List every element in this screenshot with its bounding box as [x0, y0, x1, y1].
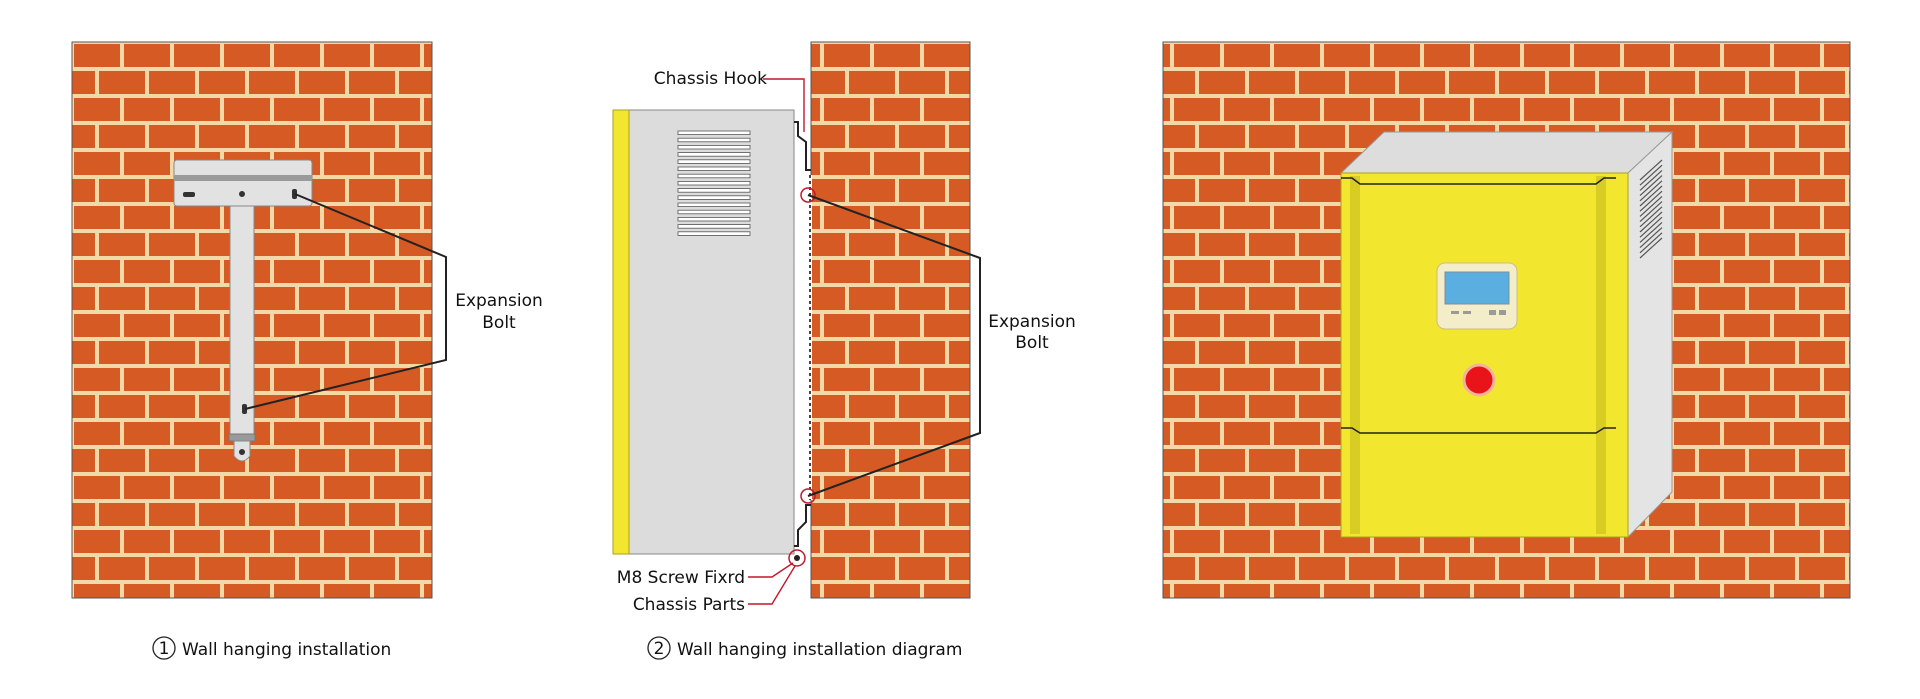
- vent-slot: [677, 216, 751, 222]
- chassis-hook-callout-line: [763, 78, 805, 132]
- vent-slot: [677, 130, 751, 135]
- chassis-bottom-hook-icon: [794, 504, 811, 547]
- expansion-bolt-label-line2: Bolt: [482, 313, 516, 333]
- vent-slot: [677, 166, 751, 171]
- side-vent-slot: [1639, 159, 1663, 181]
- vent-slot: [677, 195, 751, 200]
- power-button-icon: [1462, 363, 1496, 397]
- vent-slot: [677, 152, 751, 157]
- caption-number-circle: [152, 636, 176, 660]
- caption-wall-hanging-installation-diagram: Wall hanging installation diagram: [677, 640, 962, 660]
- side-vent-slot: [1639, 232, 1663, 254]
- vent-slot: [677, 144, 751, 150]
- vent-slot: [677, 188, 751, 193]
- vent-slot: [677, 231, 751, 236]
- cabinet-side-view: [612, 109, 812, 555]
- vent-slot: [677, 180, 751, 186]
- side-vent-slot: [1639, 169, 1663, 191]
- lcd-screen-icon: [1436, 262, 1518, 330]
- side-vent-slot: [1639, 237, 1663, 259]
- chassis-parts-callout-line: [748, 565, 796, 605]
- m8-screw-icon: [794, 555, 800, 561]
- side-vent-slot: [1639, 180, 1663, 202]
- side-vent-slots: [1639, 159, 1663, 259]
- side-vent-slot: [1639, 206, 1663, 228]
- front-edge-left: [1350, 176, 1360, 534]
- side-vent-slot: [1639, 211, 1663, 233]
- vent-slot: [677, 159, 751, 164]
- front-panel-seam-middle: [1341, 427, 1616, 434]
- vent-slot: [677, 137, 751, 143]
- side-vent-slot: [1639, 221, 1663, 243]
- panel-mounted-cabinet: [1162, 41, 1851, 599]
- caption-number-2: 2: [654, 639, 665, 659]
- chassis-hook-icon: [794, 121, 811, 171]
- bolt-marker-icon: [800, 488, 816, 504]
- expansion-bolt-callout-line: [244, 193, 447, 410]
- vent-slot: [677, 224, 751, 229]
- expansion-bolt-callout-line-2: [807, 194, 981, 497]
- expansion-bolt-label-2-line1: Expansion: [988, 312, 1076, 332]
- cabinet-top: [1339, 131, 1674, 174]
- caption-number-circle-2: [647, 636, 671, 660]
- side-vent-slot: [1639, 216, 1663, 238]
- side-vent-slot: [1639, 201, 1663, 223]
- wall-bracket-strip: [807, 175, 812, 500]
- m8-screw-callout-line: [748, 562, 794, 578]
- front-edge-right: [1596, 176, 1606, 534]
- m8-screw-label: M8 Screw Fixrd: [617, 568, 745, 588]
- panel-wall-bracket: Expansion Bolt 1 Wall hanging installati…: [71, 41, 543, 660]
- side-vent-slot: [1639, 195, 1663, 217]
- caption-wall-hanging-installation: Wall hanging installation: [182, 640, 391, 660]
- bolt-marker-icon: [800, 187, 816, 203]
- expansion-bolt-label-2-line2: Bolt: [1015, 333, 1049, 353]
- expansion-bolt-label-line1: Expansion: [455, 291, 543, 311]
- side-vent-slot: [1639, 175, 1663, 197]
- vent-slots: [677, 130, 751, 236]
- vent-slot: [677, 173, 751, 179]
- vent-slot: [677, 202, 751, 207]
- caption-number: 1: [159, 639, 170, 659]
- side-vent-slot: [1639, 190, 1663, 212]
- m8-screw-marker-icon: [788, 549, 806, 567]
- side-vent-slot: [1639, 164, 1663, 186]
- panel-side-view: Chassis Hook Expansion Bolt M8 Screw Fix…: [612, 41, 1076, 660]
- cabinet-front: [1340, 172, 1629, 538]
- side-vent-slot: [1639, 227, 1663, 249]
- side-vent-slot: [1639, 185, 1663, 207]
- vent-slot: [677, 209, 751, 215]
- cabinet-side: [1627, 130, 1673, 539]
- bracket-icon: [173, 159, 313, 462]
- front-panel-seam-top: [1341, 177, 1616, 185]
- inverter-cabinet-icon: [1339, 130, 1674, 539]
- chassis-hook-label: Chassis Hook: [654, 69, 767, 89]
- chassis-parts-label: Chassis Parts: [633, 595, 745, 615]
- brick-wall-2: [810, 41, 971, 599]
